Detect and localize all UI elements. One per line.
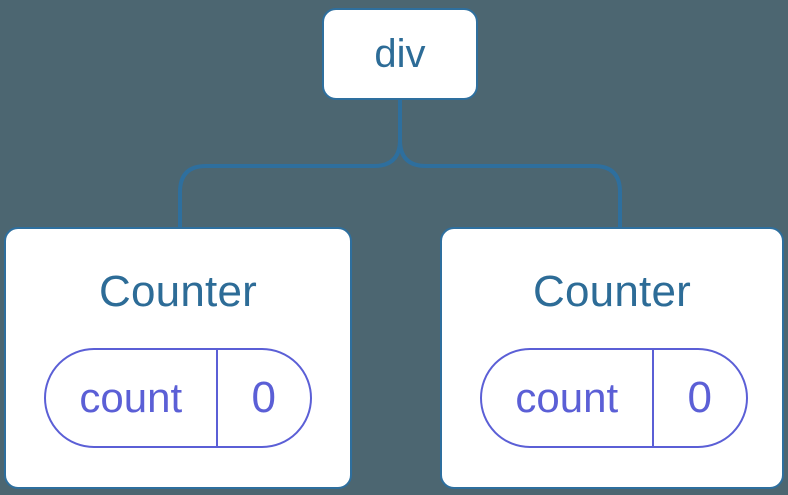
state-value: 0	[251, 373, 277, 422]
state-pill: count 0	[44, 348, 312, 448]
counter-card-left: Counter count 0	[4, 227, 352, 489]
state-value: 0	[687, 373, 713, 422]
state-key-label: count	[482, 350, 654, 446]
counter-title: Counter	[533, 267, 691, 316]
root-node-label: div	[374, 31, 426, 76]
counter-title: Counter	[99, 267, 257, 316]
state-key-label: count	[46, 350, 218, 446]
counter-card-right: Counter count 0	[440, 227, 784, 489]
connector-left-branch	[178, 100, 402, 228]
state-pill: count 0	[480, 348, 748, 448]
connector-right-branch	[398, 100, 622, 228]
root-node-div: div	[322, 8, 478, 100]
